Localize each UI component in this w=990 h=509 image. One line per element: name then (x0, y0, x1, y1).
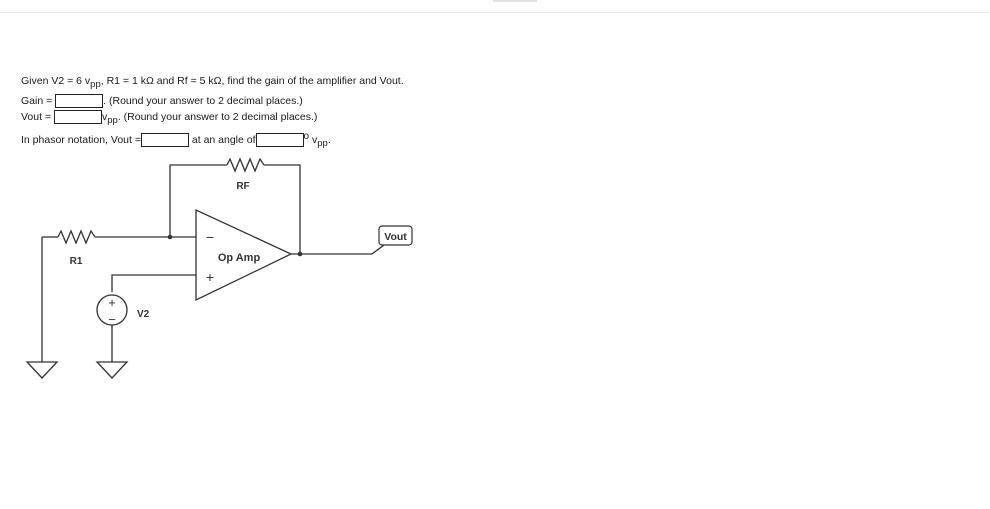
degree-symbol: o (303, 131, 310, 142)
opamp-body (195, 208, 293, 302)
phasor-angle-input[interactable] (255, 133, 304, 148)
noninverting-wire (111, 274, 196, 292)
vout-row: Vout = vpp. (Round your answer to 2 deci… (21, 110, 318, 126)
phasor-unit: vpp. (312, 134, 331, 149)
feedback-right-wire (264, 164, 301, 254)
top-tab-indicator (493, 0, 537, 2)
question-statement: Given V2 = 6 vpp, R1 = 1 kΩ and Rf = 5 k… (21, 74, 404, 90)
r1-resistor (57, 229, 96, 245)
output-wire (291, 244, 385, 255)
top-divider (0, 12, 990, 13)
question-suffix: , R1 = 1 kΩ and Rf = 5 kΩ, find the gain… (100, 75, 404, 87)
vout-unit: vpp (102, 111, 118, 126)
question-unit-sub: pp (90, 79, 101, 90)
vout-hint: . (Round your answer to 2 decimal places… (117, 111, 318, 123)
noninverting-input-sign: + (206, 269, 214, 285)
opamp-label: Op Amp (218, 252, 261, 264)
ground-symbol-right (95, 361, 129, 379)
rf-label: RF (236, 181, 249, 192)
junction-dot-output (297, 251, 303, 257)
rf-resistor (226, 157, 265, 173)
question-prefix: Given V2 = 6 v (21, 75, 91, 87)
source-plus-sign: + (108, 295, 116, 310)
junction-dot-inverting (167, 234, 173, 240)
inverting-input-sign: − (206, 229, 214, 245)
angle-label: at an angle of (191, 134, 256, 146)
gain-row: Gain = . (Round your answer to 2 decimal… (21, 94, 303, 109)
phasor-label: In phasor notation, Vout = (21, 134, 141, 146)
gain-input[interactable] (55, 94, 104, 109)
source-minus-sign: − (108, 312, 116, 327)
phasor-row: In phasor notation, Vout = at an angle o… (21, 131, 331, 149)
gain-label: Gain = (21, 95, 53, 107)
gain-hint: . (Round your answer to 2 decimal places… (103, 95, 303, 107)
vout-circuit-label: Vout (384, 231, 407, 243)
feedback-left-wire (169, 164, 227, 237)
phasor-magnitude-input[interactable] (140, 133, 189, 148)
ground-symbol-left (25, 361, 59, 379)
v2-label: V2 (137, 309, 150, 320)
vout-label-box (378, 225, 413, 246)
vout-input[interactable] (54, 110, 102, 125)
r1-label: R1 (70, 256, 83, 267)
vout-label: Vout = (21, 111, 52, 123)
